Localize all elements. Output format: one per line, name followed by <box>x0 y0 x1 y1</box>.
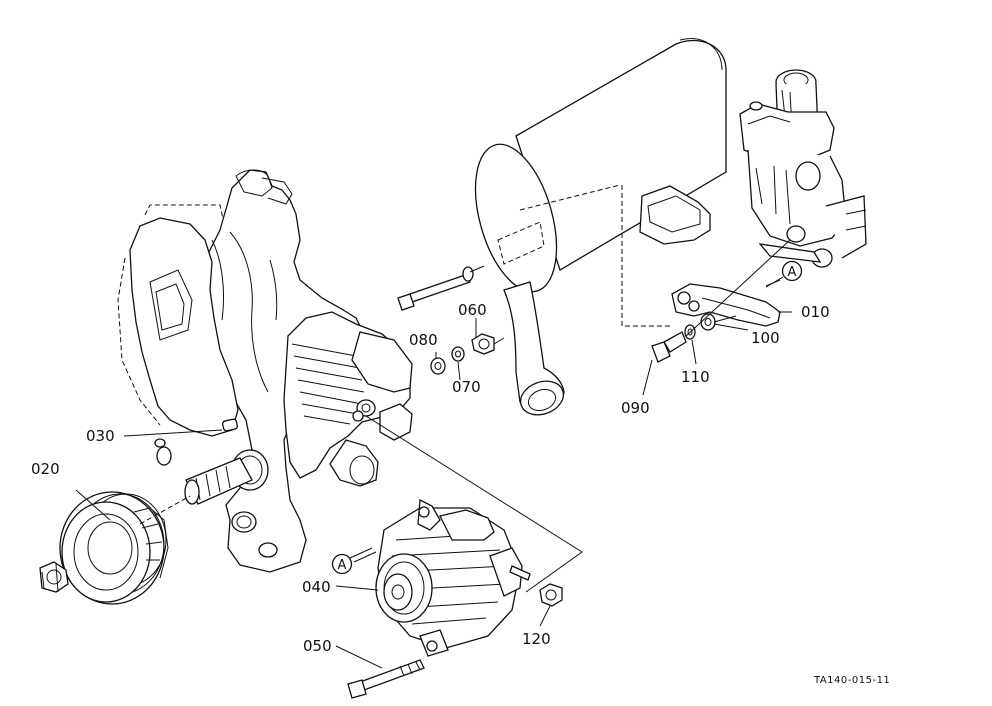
nut-060 <box>471 333 495 355</box>
alternator-stud <box>509 565 531 581</box>
bolt-050 <box>347 659 425 699</box>
callout-040: 040 <box>302 578 331 596</box>
leader-lines <box>75 239 792 669</box>
callout-050: 050 <box>303 637 332 655</box>
callouts: 010 020 030 040 050 060 070 080 090 100 … <box>31 301 830 655</box>
gear-case <box>117 169 365 573</box>
water-flange <box>739 69 867 268</box>
callout-030: 030 <box>86 427 115 445</box>
washer-080 <box>430 357 446 375</box>
crankshaft-stub <box>184 449 269 505</box>
lock-washer-070 <box>451 346 465 362</box>
bolt-090 <box>651 331 687 363</box>
water-pump-housing <box>283 311 413 487</box>
callout-090: 090 <box>621 399 650 417</box>
marker-a-label: A <box>788 265 797 280</box>
callout-100: 100 <box>751 329 780 347</box>
drawing-reference: TA140-015-11 <box>813 675 890 686</box>
alternator <box>375 498 523 657</box>
reference-marker-a: A <box>765 260 803 288</box>
washer-100 <box>700 313 716 331</box>
callout-110: 110 <box>681 368 710 386</box>
muffler-bolt <box>397 266 474 311</box>
callout-010: 010 <box>801 303 830 321</box>
callout-020: 020 <box>31 460 60 478</box>
muffler <box>474 38 727 416</box>
pulley-nut <box>39 561 69 593</box>
callout-070: 070 <box>452 378 481 396</box>
callout-060: 060 <box>458 301 487 319</box>
callout-120: 120 <box>522 630 551 648</box>
woodruff-key <box>222 418 238 432</box>
fan-drive-pulley <box>59 491 191 605</box>
marker-a-label: A <box>338 558 347 573</box>
callout-080: 080 <box>409 331 438 349</box>
alternator-bracket <box>671 283 781 327</box>
reference-marker-a: A <box>331 547 373 575</box>
nut-120 <box>539 583 563 607</box>
